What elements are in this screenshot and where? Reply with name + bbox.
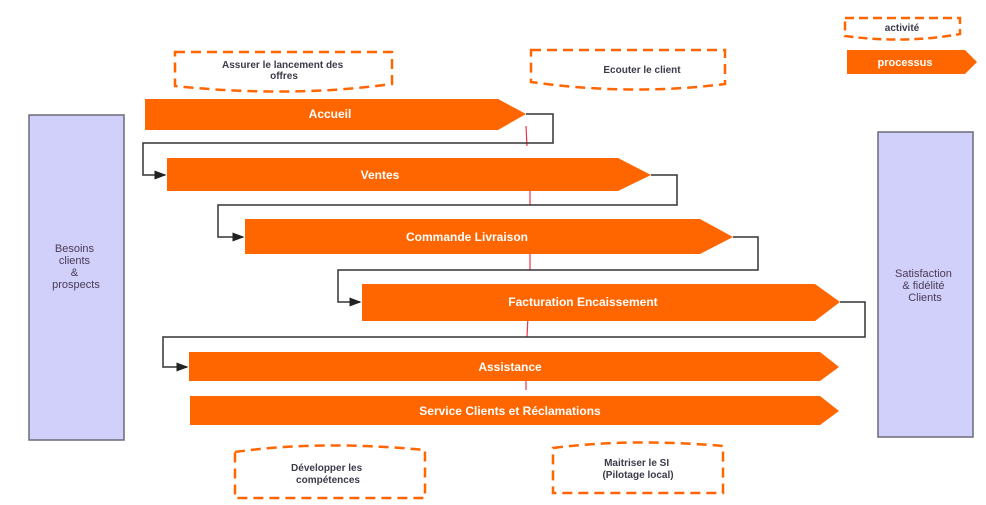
legend-activity-shape: [843, 16, 962, 41]
activity-ecouter: Ecouter le client: [529, 48, 727, 91]
svg-text:Maitriser le SI (Pilotag: Maitriser le SI (Pilotage local): [602, 458, 673, 481]
activity-text: Assurer le lancement des: [222, 60, 344, 71]
side-right-line: & fidélité: [902, 280, 944, 292]
process-label: Assistance: [478, 360, 542, 374]
side-box-left: Besoins clients & prospects: [28, 114, 125, 441]
connectors: [142, 113, 866, 372]
connector-commande-facturation: [337, 236, 759, 307]
process-label: Accueil: [309, 107, 352, 121]
process-facturation: Facturation Encaissement: [362, 284, 840, 321]
connector-accueil-ventes: [142, 113, 554, 180]
process-assistance: Assistance: [189, 352, 839, 381]
legend-activity-label: activité: [885, 23, 920, 34]
activity-text: Maitriser le SI: [604, 458, 669, 469]
activity-text: Développer les: [291, 463, 363, 474]
process-commande: Commande Livraison: [245, 219, 733, 254]
svg-text:Besoins clients &: Besoins clients & prospects: [52, 243, 100, 291]
process-label: Ventes: [361, 168, 400, 182]
process-service: Service Clients et Réclamations: [190, 396, 839, 425]
side-left-line: &: [71, 267, 79, 279]
side-left-line: clients: [59, 255, 91, 267]
svg-text:Assurer le lancement des: Assurer le lancement des offres: [222, 60, 346, 82]
connector-facturation-assistance: [162, 301, 866, 372]
connector-ventes-commande: [217, 174, 678, 242]
activity-lancement: Assurer le lancement des offres: [173, 50, 394, 93]
activity-text: offres: [270, 71, 298, 82]
svg-text:Développer les compétenc: Développer les compétences: [291, 463, 365, 486]
side-box-right: Satisfaction & fidélité Clients: [877, 131, 974, 438]
process-label: Service Clients et Réclamations: [419, 404, 601, 418]
legend-process-label: processus: [877, 57, 932, 69]
activity-text: compétences: [296, 475, 360, 486]
side-right-line: Satisfaction: [895, 268, 952, 280]
svg-text:Satisfaction & fidélité: Satisfaction & fidélité Clients: [895, 268, 955, 304]
side-left-line: Besoins: [55, 243, 95, 255]
legend-process-shape: [847, 50, 977, 74]
activity-si: Maitriser le SI (Pilotage local): [551, 441, 725, 495]
activity-competences: Développer les compétences: [233, 444, 427, 500]
process-label: Facturation Encaissement: [508, 295, 657, 309]
activity-text: (Pilotage local): [602, 470, 673, 481]
side-left-line: prospects: [52, 279, 100, 291]
process-accueil: Accueil: [145, 99, 526, 130]
legend: activité processus: [843, 16, 977, 74]
side-right-line: Clients: [908, 292, 942, 304]
process-ventes: Ventes: [167, 158, 651, 191]
activity-text: Ecouter le client: [603, 65, 681, 76]
process-label: Commande Livraison: [406, 230, 528, 244]
